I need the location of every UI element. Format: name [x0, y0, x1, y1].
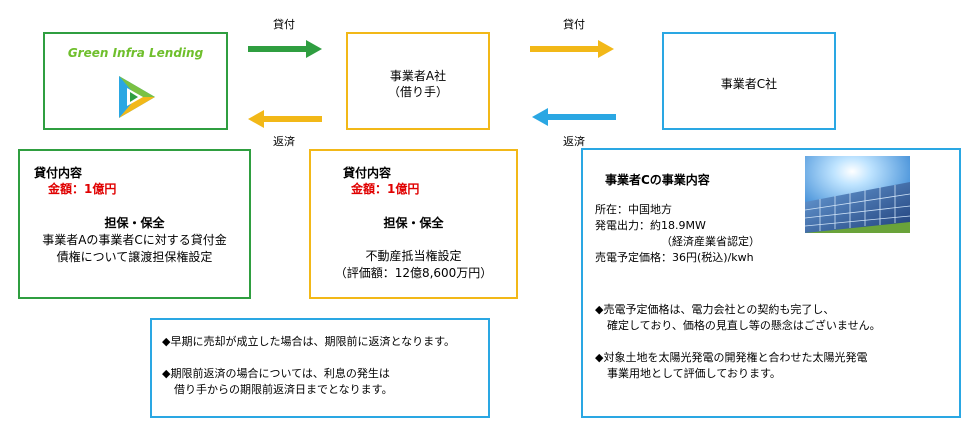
business-point-1-line-2: 確定しており、価格の見直し等の懸念はございません。 — [607, 319, 881, 332]
company-a-role: （借り手） — [387, 85, 448, 99]
loan-heading-1: 貸付内容 — [34, 166, 83, 180]
arrow-label-repay-2: 返済 — [563, 135, 585, 148]
collateral-line-2b: （評価額：12億8,600万円） — [334, 266, 493, 280]
company-a-name: 事業者A社 — [389, 69, 447, 83]
company-a-box: 事業者A社 （借り手） — [346, 32, 490, 130]
loan-heading-2: 貸付内容 — [343, 166, 392, 180]
arrow-label-lend-2: 貸付 — [563, 18, 585, 31]
note-2-line-2: 借り手からの期限前返済日までとなります。 — [174, 383, 393, 396]
business-point-2-line-1: ◆対象土地を太陽光発電の開発権と合わせた太陽光発電 — [595, 351, 868, 364]
arrow-lend-right-2-icon — [530, 40, 614, 58]
company-c-name: 事業者C社 — [720, 77, 778, 91]
collateral-title-2: 担保・保全 — [383, 216, 444, 230]
arrow-label-lend-1: 貸付 — [273, 18, 295, 31]
collateral-line-2a: 不動産抵当権設定 — [365, 249, 462, 263]
business-output: 発電出力：約18.9MW — [595, 219, 706, 232]
solar-panel-image — [805, 156, 910, 233]
business-heading: 事業者Cの事業内容 — [605, 173, 710, 187]
arrow-label-repay-1: 返済 — [273, 135, 295, 148]
note-2-line-1: ◆期限前返済の場合については、利息の発生は — [162, 367, 390, 380]
business-location: 所在：中国地方 — [595, 203, 672, 216]
business-details-box: 事業者Cの事業内容 所在：中国地方 発電出力：約18.9MW （経済産業省認定）… — [581, 148, 961, 418]
collateral-line-1a: 事業者Aの事業者Cに対する貸付金 — [42, 233, 227, 247]
arrow-repay-left-icon — [248, 110, 322, 128]
arrow-repay-left-2-icon — [532, 108, 616, 126]
arrow-lend-right-icon — [248, 40, 322, 58]
lender-box: Green Infra Lending — [43, 32, 228, 130]
loan-amount-2: 金額：1億円 — [351, 182, 420, 196]
collateral-line-1b: 債権について譲渡担保権設定 — [56, 250, 213, 264]
notes-box: ◆早期に売却が成立した場合は、期限前に返済となります。 ◆期限前返済の場合につい… — [150, 318, 490, 418]
note-1: ◆早期に売却が成立した場合は、期限前に返済となります。 — [162, 335, 456, 348]
collateral-title-1: 担保・保全 — [104, 216, 165, 230]
lender-logo-icon — [119, 76, 155, 118]
business-point-1-line-1: ◆売電予定価格は、電力会社との契約も完了し、 — [595, 303, 835, 316]
lender-logo-text: Green Infra Lending — [67, 46, 204, 60]
business-price: 売電予定価格：36円(税込)/kwh — [595, 251, 754, 264]
company-c-box: 事業者C社 — [662, 32, 836, 130]
business-point-2-line-2: 事業用地として評価しております。 — [607, 367, 781, 380]
loan-details-box-2: 貸付内容 金額：1億円 担保・保全 不動産抵当権設定 （評価額：12億8,600… — [309, 149, 518, 299]
business-certification: （経済産業省認定） — [661, 235, 760, 248]
loan-amount-1: 金額：1億円 — [48, 182, 117, 196]
loan-details-box-1: 貸付内容 金額：1億円 担保・保全 事業者Aの事業者Cに対する貸付金 債権につい… — [18, 149, 251, 299]
